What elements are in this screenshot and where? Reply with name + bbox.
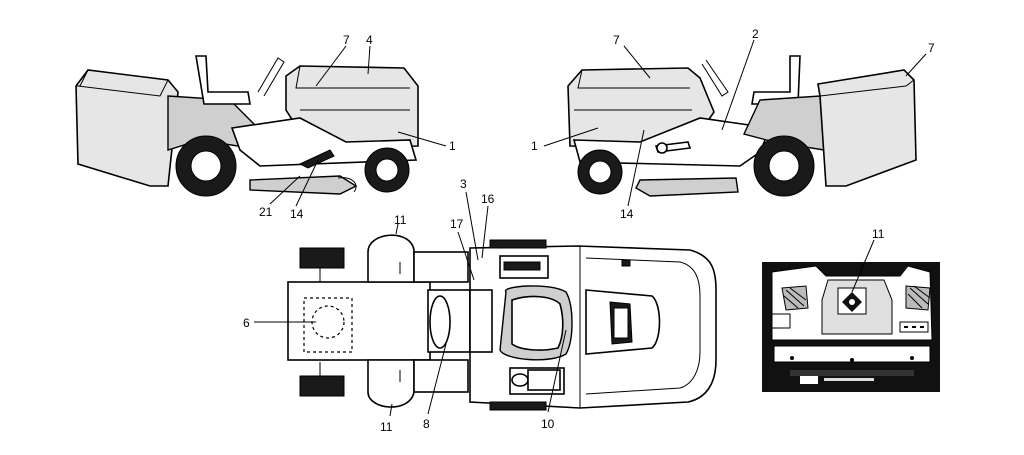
inset-bottom-label [800,376,818,384]
leader-line [481,205,489,259]
leader-line [315,45,347,87]
callout-11a: 11 [394,213,407,227]
left-side-view: 7 4 1 21 14 [75,33,456,221]
leader-line [427,343,447,415]
collector-bag [817,69,917,187]
callout-4: 4 [366,33,373,47]
inset-left-decal [771,313,791,329]
fuel-cap [511,373,529,387]
leader-line [269,175,301,205]
leader-line [395,223,399,235]
lift-lever [503,261,541,271]
callout-7b: 7 [928,41,935,55]
steering-wheel [701,59,729,97]
leader-line [367,45,371,75]
leader-line [457,231,475,281]
callout-21: 21 [259,205,273,219]
callout-10: 10 [541,417,555,431]
dash-indicator [621,259,631,267]
leader-line [465,191,479,261]
callout-8: 8 [423,417,430,431]
callout-14: 14 [290,207,304,221]
rear-tire-top [299,247,345,269]
leader-line [851,239,875,293]
leader-line [623,45,651,79]
fender-panel-bottom [413,359,469,393]
callout-11b: 11 [380,420,393,434]
collector-top [287,281,431,361]
callout-7a: 7 [613,33,620,47]
callout-14: 14 [620,207,634,221]
pedal [298,149,335,169]
rear-tire-bottom [299,375,345,397]
callout-17: 17 [450,217,464,231]
leader-line [295,159,319,207]
chute-opening [429,295,451,349]
top-view: 3 16 17 11 6 11 8 10 [243,177,717,434]
leader-line [547,329,567,413]
inset-decal-view: 11 [762,227,940,392]
seat [195,55,251,105]
leader-line [627,129,645,207]
control-decal [527,369,561,391]
mower-deck [635,177,739,197]
fender-panel-top [413,251,469,283]
mower-deck [249,175,358,195]
steering-wheel [257,57,285,97]
seat [751,55,801,105]
callout-7: 7 [343,33,350,47]
callout-2: 2 [752,27,759,41]
leader-line [721,39,755,131]
leader-line [389,403,393,417]
seat-platform [469,289,493,353]
leader-line [543,127,599,147]
callout-11: 11 [872,227,885,241]
callout-6: 6 [243,316,250,330]
rear-fender-bottom [367,359,415,408]
leader-line [397,131,447,147]
seat-cushion [511,295,564,351]
collector-lid-outline [303,297,353,353]
leader-line [905,53,927,77]
chassis [230,117,418,167]
right-side-view: 7 2 7 1 14 [531,27,935,221]
callout-16: 16 [481,192,495,206]
tread-top [489,239,547,249]
callout-3: 3 [460,177,467,191]
tread-bottom [489,401,547,411]
rear-fender-top [367,234,415,283]
callout-1: 1 [531,139,538,153]
callout-1: 1 [449,139,456,153]
inset-right-grille [905,285,931,311]
